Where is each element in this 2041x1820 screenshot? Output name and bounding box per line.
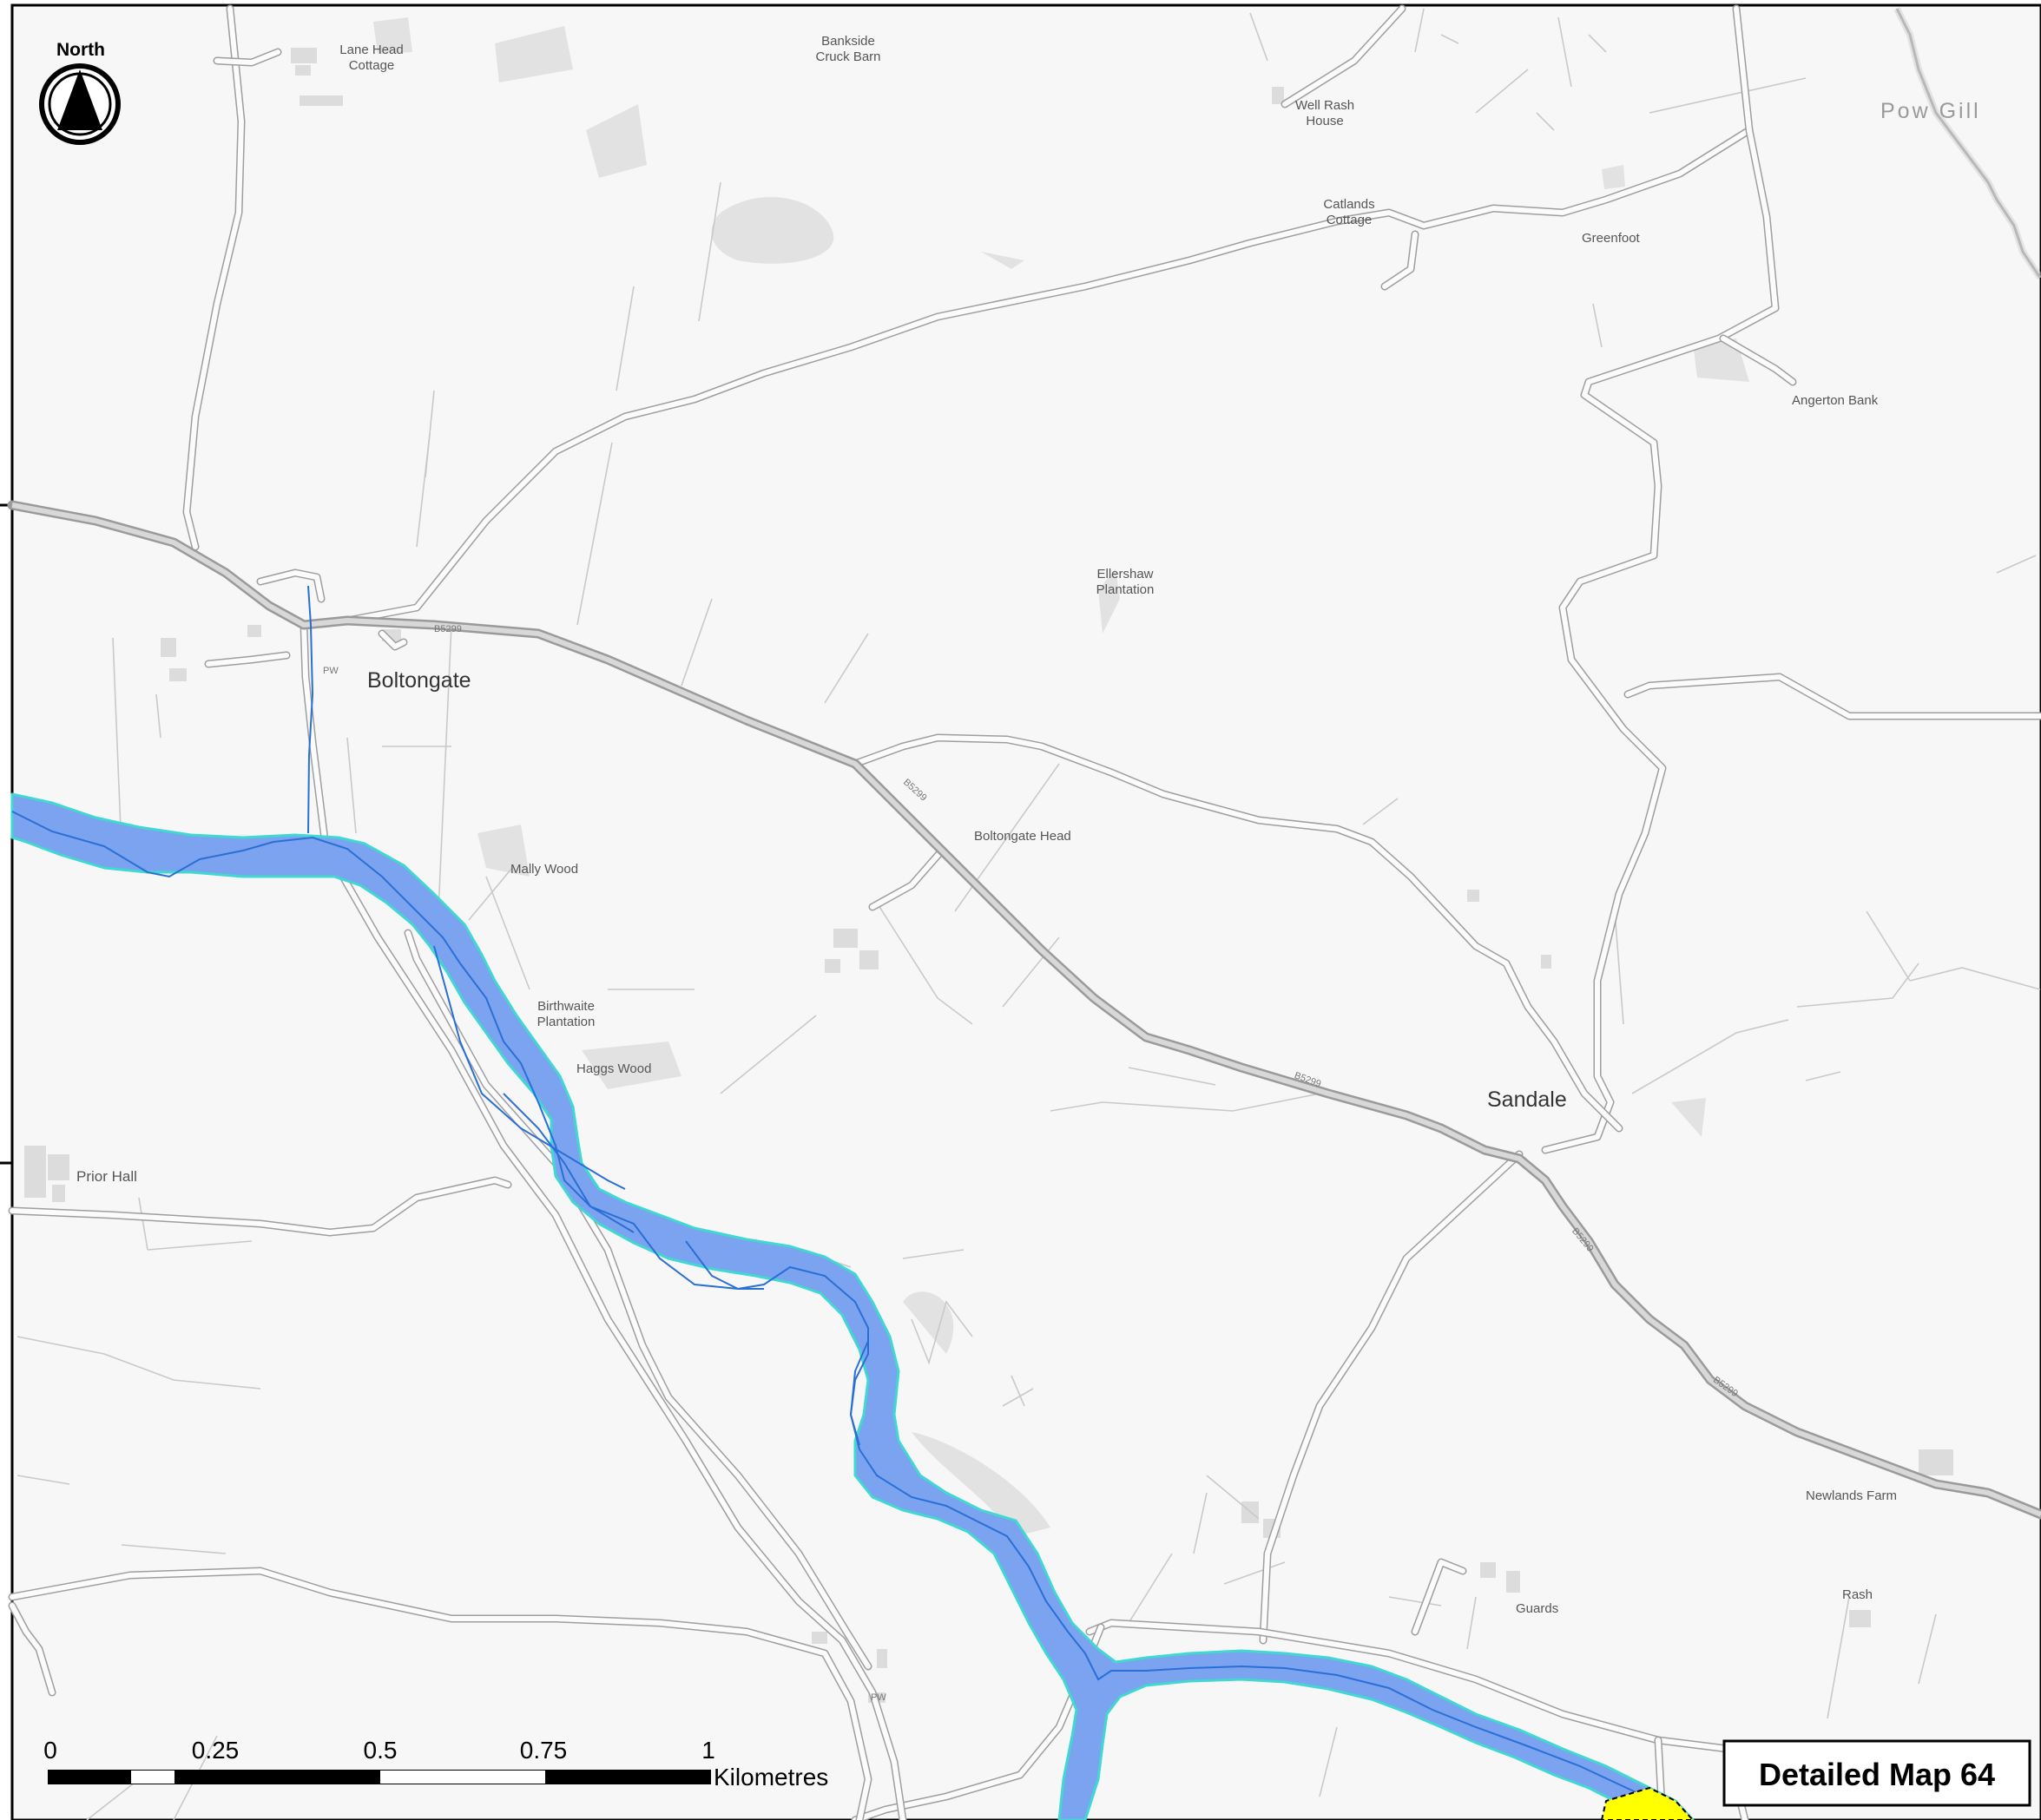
woodland-areas — [373, 17, 1749, 1536]
scale-tick-0-25: 0.25 — [192, 1737, 240, 1764]
label-pw-2: PW — [871, 1692, 886, 1703]
scale-bar: 0 0.25 0.5 0.75 1 Kilometres — [43, 1737, 828, 1790]
field-boundaries — [16, 8, 2041, 1820]
north-label: North — [56, 40, 105, 60]
label-boltongate: Boltongate — [367, 668, 471, 693]
label-haggs-wood: Haggs Wood — [576, 1061, 651, 1076]
label-guards: Guards — [1516, 1601, 1558, 1616]
label-ellershaw-plantation: Plantation — [1096, 582, 1155, 597]
label-well-rash: Well Rash — [1295, 98, 1354, 113]
scale-unit: Kilometres — [714, 1764, 828, 1790]
north-arrow: North — [39, 40, 121, 145]
label-angerton-bank: Angerton Bank — [1792, 393, 1879, 408]
label-lane-head-cottage: Cottage — [349, 58, 395, 73]
label-birthwaite-plantation: Plantation — [537, 1015, 596, 1029]
place-labels: Lane Head Cottage Bankside Cruck Barn We… — [76, 34, 1981, 1703]
label-bankside: Bankside — [821, 34, 875, 49]
label-ellershaw: Ellershaw — [1096, 567, 1153, 581]
road-label-b5299: B5299 — [434, 624, 462, 634]
label-greenfoot: Greenfoot — [1582, 231, 1641, 246]
map-title-box: Detailed Map 64 — [1722, 1739, 2031, 1807]
scale-tick-1: 1 — [701, 1737, 715, 1764]
label-prior-hall: Prior Hall — [76, 1168, 137, 1185]
north-arrow-icon — [57, 69, 102, 130]
map-title: Detailed Map 64 — [1759, 1757, 1995, 1792]
scale-tick-0-75: 0.75 — [520, 1737, 568, 1764]
label-rash: Rash — [1842, 1587, 1873, 1602]
label-lane-head: Lane Head — [339, 43, 403, 57]
label-pow-gill: Pow Gill — [1880, 99, 1981, 123]
label-birthwaite: Birthwaite — [537, 999, 595, 1014]
label-sandale: Sandale — [1487, 1087, 1567, 1112]
label-newlands-farm: Newlands Farm — [1806, 1488, 1897, 1503]
road-b5299 — [7, 500, 2041, 1520]
label-catlands-cottage: Cottage — [1327, 213, 1373, 227]
label-well-rash-house: House — [1306, 114, 1343, 128]
river-lines — [11, 585, 1681, 1815]
label-bankside-cruck-barn: Cruck Barn — [815, 49, 880, 64]
scale-tick-0: 0 — [43, 1737, 57, 1764]
label-mally-wood: Mally Wood — [510, 862, 578, 877]
adjacent-map-area[interactable] — [1600, 1786, 1695, 1820]
label-pw: PW — [323, 666, 339, 676]
flood-zone[interactable] — [10, 792, 1695, 1820]
label-catlands: Catlands — [1323, 197, 1374, 212]
scale-tick-0-5: 0.5 — [364, 1737, 398, 1764]
label-boltongate-head: Boltongate Head — [974, 829, 1071, 844]
